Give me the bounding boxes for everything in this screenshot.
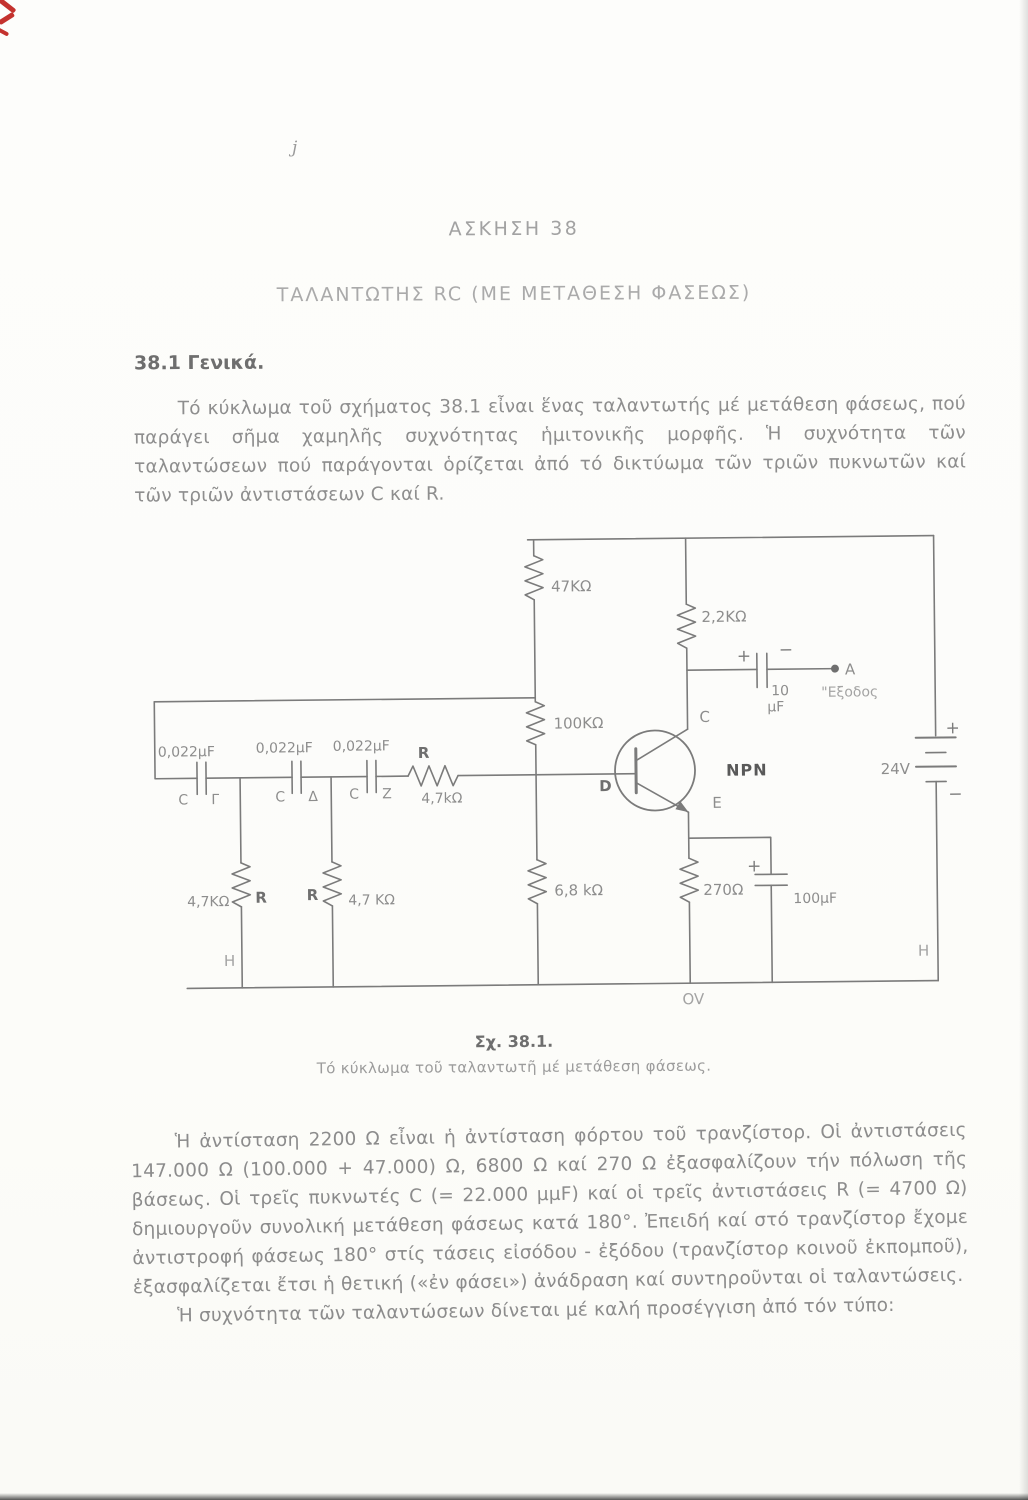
label-c3-node: Z xyxy=(382,786,392,802)
label-resistor-47k: 47ΚΩ xyxy=(551,577,592,595)
resistor-2k2 xyxy=(676,537,697,730)
label-series-r-name: R xyxy=(418,744,430,762)
paragraph-general: Τό κύκλωμα τοῦ σχήματος 38.1 εἶναι ἕνας … xyxy=(133,393,967,507)
resistor-series-4k7 xyxy=(407,764,459,787)
resistor-shunt1-4k7 xyxy=(231,777,252,989)
label-shunt1-value: 4,7ΚΩ xyxy=(187,894,230,910)
label-capout-value-2: μF xyxy=(767,699,784,715)
scan-right-shadow xyxy=(1019,0,1028,1500)
label-resistor-2k2: 2,2ΚΩ xyxy=(701,608,746,626)
wire-output-terminal xyxy=(766,667,836,671)
resistor-shunt2-4k7 xyxy=(322,776,343,988)
label-resistor-6k8: 6,8 kΩ xyxy=(554,881,603,900)
label-shunt2-value: 4,7 ΚΩ xyxy=(348,892,395,908)
label-node-h-right: H xyxy=(918,942,929,960)
label-c1-name: C xyxy=(178,792,188,808)
wire-feedback-drop xyxy=(153,700,198,780)
exercise-subtitle: ΤΑΛΑΝΤΩΤΗΣ RC (ΜΕ ΜΕΤΑΘΕΣΗ ΦΑΣΕΩΣ) xyxy=(276,281,752,307)
exercise-title: ΑΣΚΗΣΗ 38 xyxy=(448,217,580,241)
label-shunt2-name: R xyxy=(307,886,319,904)
label-c1-value: 0,022μF xyxy=(158,744,215,761)
scan-bottom-shadow xyxy=(0,1493,1028,1500)
wire-ground-rail xyxy=(186,979,940,990)
label-capemitter-value: 100μF xyxy=(793,891,837,907)
label-battery-value: 24V xyxy=(881,760,911,778)
label-transistor-type: NPN xyxy=(726,760,768,779)
terminal-a-dot xyxy=(830,664,839,673)
label-capout-plus: + xyxy=(737,647,751,667)
battery-24v xyxy=(914,534,957,982)
label-resistor-100k: 100ΚΩ xyxy=(553,714,603,733)
wire-feedback xyxy=(153,696,537,703)
label-node-h-left: H xyxy=(224,952,235,970)
label-c2-name: C xyxy=(275,789,285,805)
capacitor-c2 xyxy=(291,760,303,795)
label-ground-0v: OV xyxy=(682,990,705,1008)
capacitor-output-10uf xyxy=(755,652,768,689)
label-c1-node: Γ xyxy=(211,792,219,808)
lower-text-block: Ἡ ἀντίσταση 2200 Ω εἶναι ἡ ἀντίσταση φόρ… xyxy=(131,1116,970,1331)
emitter-arrow-icon xyxy=(675,801,689,813)
resistor-100k xyxy=(525,696,546,861)
label-capout-minus: − xyxy=(779,640,793,660)
resistor-6k8 xyxy=(527,858,548,986)
label-point-a: A xyxy=(845,660,856,678)
label-collector: C xyxy=(699,708,710,726)
label-battery-plus: + xyxy=(945,718,959,738)
wire-base xyxy=(457,772,637,777)
label-base: D xyxy=(599,777,612,795)
label-c2-node: Δ xyxy=(308,789,318,805)
pen-scribble-mark: j xyxy=(292,138,298,158)
label-c3-value: 0,022μF xyxy=(333,738,390,755)
label-c2-value: 0,022μF xyxy=(256,740,313,757)
wire xyxy=(300,775,368,779)
label-output: "Εξοδος xyxy=(821,684,878,701)
capacitor-c1 xyxy=(196,761,208,796)
wire-output xyxy=(686,668,758,671)
wire-supply-rail xyxy=(526,534,935,541)
label-shunt1-name: R xyxy=(255,889,267,907)
wire-emitter-cap xyxy=(687,836,772,875)
label-capemitter-plus: + xyxy=(747,856,761,876)
red-pen-mark xyxy=(0,27,10,37)
label-emitter: E xyxy=(712,794,722,812)
capacitor-100uf xyxy=(754,873,789,984)
figure-caption-text: Τό κύκλωμα τοῦ ταλαντωτῆ μέ μετάθεση φάσ… xyxy=(316,1056,712,1078)
resistor-270 xyxy=(679,857,700,984)
figure-caption-number: Σχ. 38.1. xyxy=(474,1031,554,1052)
label-resistor-270: 270Ω xyxy=(703,881,743,899)
label-c3-name: C xyxy=(349,787,359,803)
red-pen-mark xyxy=(0,0,17,14)
label-battery-minus: − xyxy=(948,784,962,804)
paragraph-description: Ἡ ἀντίσταση 2200 Ω εἶναι ἡ ἀντίσταση φόρ… xyxy=(131,1119,969,1299)
circuit-diagram: 47ΚΩ 2,2ΚΩ 100ΚΩ 6,8 kΩ 270Ω + − 10 μF A… xyxy=(153,534,963,1008)
resistor-47k xyxy=(524,538,544,699)
transistor-npn xyxy=(614,728,696,859)
section-heading: 38.1 Γενικά. xyxy=(133,351,265,375)
label-capout-value-1: 10 xyxy=(771,683,789,699)
wire xyxy=(205,776,293,780)
label-series-r-value: 4,7kΩ xyxy=(421,791,463,807)
red-pen-mark xyxy=(0,11,16,26)
capacitor-c3 xyxy=(366,759,378,794)
